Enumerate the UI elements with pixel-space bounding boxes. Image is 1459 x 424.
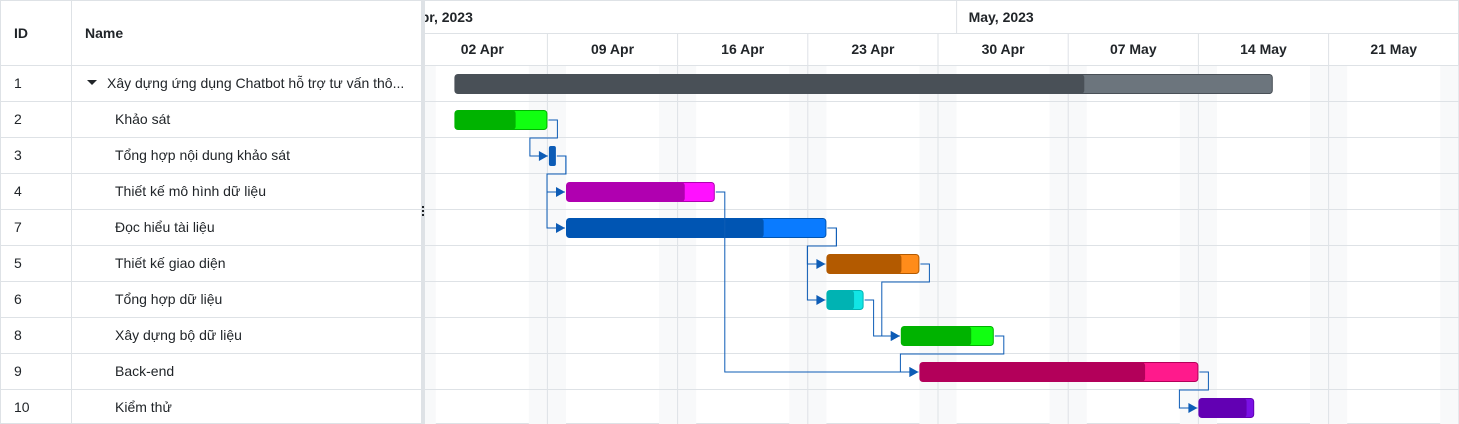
table-row[interactable]: 9 Back-end	[1, 354, 421, 390]
task-progress	[454, 74, 1085, 94]
dependency-link[interactable]	[546, 155, 567, 229]
task-progress	[566, 218, 764, 238]
table-row[interactable]: 7 Đọc hiểu tài liệu	[1, 210, 421, 246]
task-name-label: Khảo sát	[115, 111, 171, 127]
column-header-name[interactable]: Name	[85, 25, 124, 41]
cell-name: Xây dựng bộ dữ liệu	[73, 318, 413, 353]
dependency-link[interactable]	[1178, 371, 1209, 409]
cell-name: Tổng hợp nội dung khảo sát	[73, 138, 413, 173]
dependency-arrow-icon	[556, 187, 565, 197]
table-row[interactable]: 8 Xây dựng bộ dữ liệu	[1, 318, 421, 354]
dependency-link[interactable]	[899, 335, 1005, 373]
dependency-arrow-icon	[1188, 403, 1198, 413]
week-label: 21 May	[1370, 41, 1417, 57]
table-row[interactable]: 3 Tổng hợp nội dung khảo sát	[1, 138, 421, 174]
week-label: 23 Apr	[851, 41, 895, 57]
cell-id: 5	[1, 246, 72, 281]
dependency-link[interactable]	[881, 263, 930, 337]
table-row[interactable]: 4 Thiết kế mô hình dữ liệu	[1, 174, 421, 210]
dependency-link[interactable]	[806, 227, 837, 301]
cell-name: Đọc hiểu tài liệu	[73, 210, 413, 245]
task-grid: ID Name 1 Xây dựng ứng dụng Chatbot hỗ tr…	[1, 1, 421, 424]
task-name-label: Back-end	[115, 363, 175, 379]
grid-header: ID Name	[1, 1, 421, 66]
cell-id: 2	[1, 102, 72, 137]
week-label: 14 May	[1240, 41, 1287, 57]
cell-id: 1	[1, 66, 72, 101]
cell-name: Khảo sát	[73, 102, 413, 137]
splitter-grip-icon[interactable]	[422, 206, 424, 220]
cell-id: 9	[1, 354, 72, 389]
task-name-label: Xây dựng ứng dụng Chatbot hỗ trợ tư vấn …	[107, 75, 405, 91]
table-row[interactable]: 2 Khảo sát	[1, 102, 421, 138]
task-name-label: Kiểm thử	[115, 399, 172, 415]
table-row[interactable]: 1 Xây dựng ứng dụng Chatbot hỗ trợ tư vấn…	[1, 66, 421, 102]
week-label: 09 Apr	[591, 41, 635, 57]
collapse-caret-icon[interactable]	[87, 79, 97, 85]
cell-name: Thiết kế mô hình dữ liệu	[73, 174, 413, 209]
column-header-id[interactable]: ID	[1, 1, 72, 65]
dependency-arrow-icon	[538, 151, 548, 161]
task-name-label: Đọc hiểu tài liệu	[115, 219, 215, 235]
task-progress	[826, 290, 855, 310]
cell-id: 3	[1, 138, 72, 173]
cell-name: Xây dựng ứng dụng Chatbot hỗ trợ tư vấn …	[73, 66, 413, 101]
dependency-link[interactable]	[529, 119, 558, 157]
cell-name: Thiết kế giao diện	[73, 246, 413, 281]
dependency-arrow-icon	[816, 295, 826, 305]
task-progress	[826, 254, 902, 274]
table-row[interactable]: 5 Thiết kế giao diện	[1, 246, 421, 282]
dependency-arrow-icon	[890, 331, 900, 341]
dependency-arrow-icon	[816, 259, 826, 269]
milestone-bar[interactable]	[548, 146, 556, 166]
week-label: 30 Apr	[982, 41, 1026, 57]
dependency-link[interactable]	[715, 191, 919, 373]
cell-name: Tổng hợp dữ liệu	[73, 282, 413, 317]
table-row[interactable]: 10 Kiểm thử	[1, 390, 421, 424]
cell-name: Back-end	[73, 354, 413, 389]
month-label: May, 2023	[969, 9, 1034, 25]
week-label: 02 Apr	[461, 41, 505, 57]
task-progress	[1198, 398, 1247, 418]
cell-id: 8	[1, 318, 72, 353]
task-name-label: Xây dựng bộ dữ liệu	[115, 327, 242, 343]
pane-splitter[interactable]	[421, 1, 425, 424]
task-progress	[919, 362, 1146, 382]
month-label: Apr, 2023	[425, 9, 473, 25]
cell-id: 6	[1, 282, 72, 317]
cell-id: 4	[1, 174, 72, 209]
cell-id: 7	[1, 210, 72, 245]
week-label: 07 May	[1110, 41, 1157, 57]
task-name-label: Tổng hợp nội dung khảo sát	[115, 147, 290, 163]
task-name-label: Thiết kế giao diện	[115, 255, 226, 271]
cell-name: Kiểm thử	[73, 390, 413, 424]
task-name-label: Thiết kế mô hình dữ liệu	[115, 183, 267, 199]
task-progress	[901, 326, 972, 346]
dependency-arrow-icon	[909, 367, 919, 377]
task-progress	[566, 182, 685, 202]
task-progress	[454, 110, 516, 130]
dependency-arrow-icon	[556, 223, 565, 233]
week-label: 16 Apr	[721, 41, 765, 57]
cell-id: 10	[1, 390, 72, 424]
task-name-label: Tổng hợp dữ liệu	[115, 291, 223, 307]
table-row[interactable]: 6 Tổng hợp dữ liệu	[1, 282, 421, 318]
